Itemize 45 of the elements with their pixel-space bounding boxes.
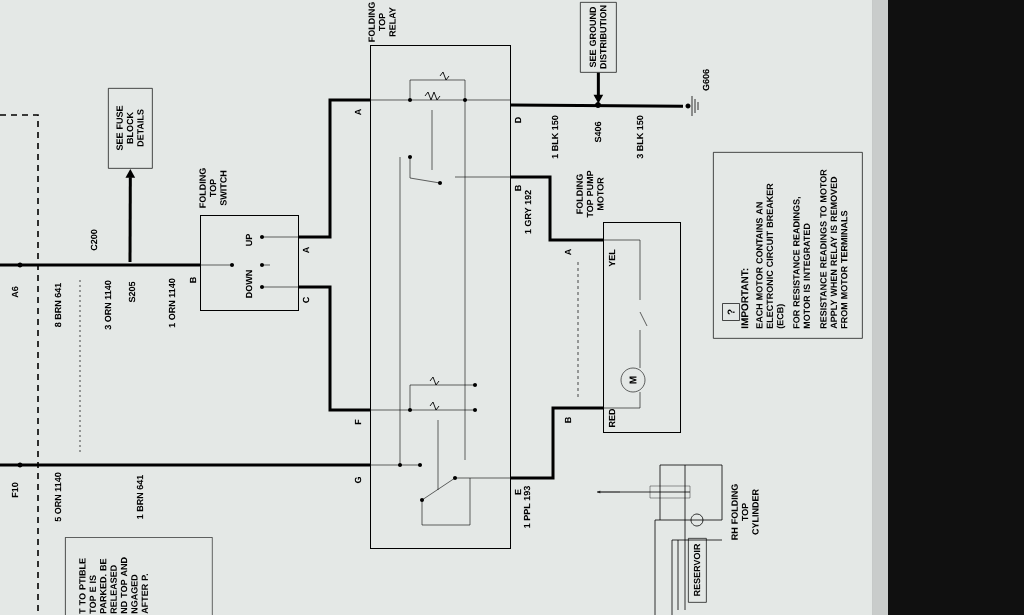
- note-heading: IMPORTANT:: [741, 268, 749, 329]
- wire-label: 1 GRY 192: [524, 190, 532, 234]
- wire: [299, 98, 370, 239]
- pin-label: S205: [128, 281, 136, 303]
- wire: [511, 103, 684, 108]
- ground-label: G606: [702, 69, 710, 91]
- note-text: T TO PTIBLE TOP E IS PARKED. BE RELEASED ND TOP AND NGAGED AFTER P.: [79, 557, 148, 614]
- motor-symbol: M: [629, 376, 637, 384]
- pin-label: G: [354, 477, 362, 484]
- switch-label: UP: [245, 234, 253, 246]
- wire: [299, 285, 370, 412]
- pin-label: F10: [11, 482, 19, 498]
- component-label: RH FOLDING TOP CYLINDER: [731, 484, 759, 540]
- note-text: RESISTANCE READINGS TO MOTOR APPLY WHEN RELAY IS REMOVED FROM MOTOR TERMINALS: [820, 169, 848, 329]
- note-text: SEE GROUND DISTRIBUTION: [589, 5, 607, 69]
- pin-label: 5 ORN 1140: [54, 472, 62, 522]
- pin-label: S406: [594, 121, 602, 143]
- wire-label: 1 PPL 193: [523, 486, 531, 528]
- wire: [511, 406, 603, 480]
- pin-label: YEL: [608, 249, 616, 267]
- pin-label: 8 BRN 641: [54, 283, 62, 327]
- component-label: FOLDING TOP SWITCH: [199, 168, 227, 208]
- switch-label: DOWN: [245, 270, 253, 298]
- pin-label: C200: [90, 229, 98, 251]
- note-text: FOR RESISTANCE READINGS, MOTOR IS INTEGRATED: [793, 197, 810, 329]
- wire-label: 1 BRN 641: [136, 475, 144, 519]
- pin-label: 3 ORN 1140: [104, 280, 112, 330]
- pin-label: A: [564, 249, 572, 256]
- pin-label: 3 BLK 150: [636, 115, 644, 159]
- pin-label: RED: [608, 408, 616, 427]
- component-label: FOLDING TOP RELAY: [368, 2, 396, 42]
- wire-label: 1 BLK 150: [551, 115, 559, 159]
- pin-label: B: [514, 185, 522, 191]
- pin-label: A: [354, 109, 362, 116]
- note-text: EACH MOTOR CONTAINS AN ELECTRONIC CIRCUIT BREAKER (ECB): [756, 183, 786, 329]
- component-label: RESERVOIR: [693, 543, 701, 596]
- pin-label: B: [564, 417, 572, 423]
- wire: [511, 175, 603, 242]
- wire: [0, 463, 370, 467]
- pin-label: F: [354, 419, 362, 425]
- wire-label: 1 ORN 1140: [168, 278, 176, 328]
- component-label: FOLDING TOP PUMP MOTOR: [576, 170, 604, 218]
- pin-label: A6: [11, 286, 19, 298]
- wire: [0, 263, 200, 267]
- note-text: SEE FUSE BLOCK DETAILS: [116, 105, 144, 151]
